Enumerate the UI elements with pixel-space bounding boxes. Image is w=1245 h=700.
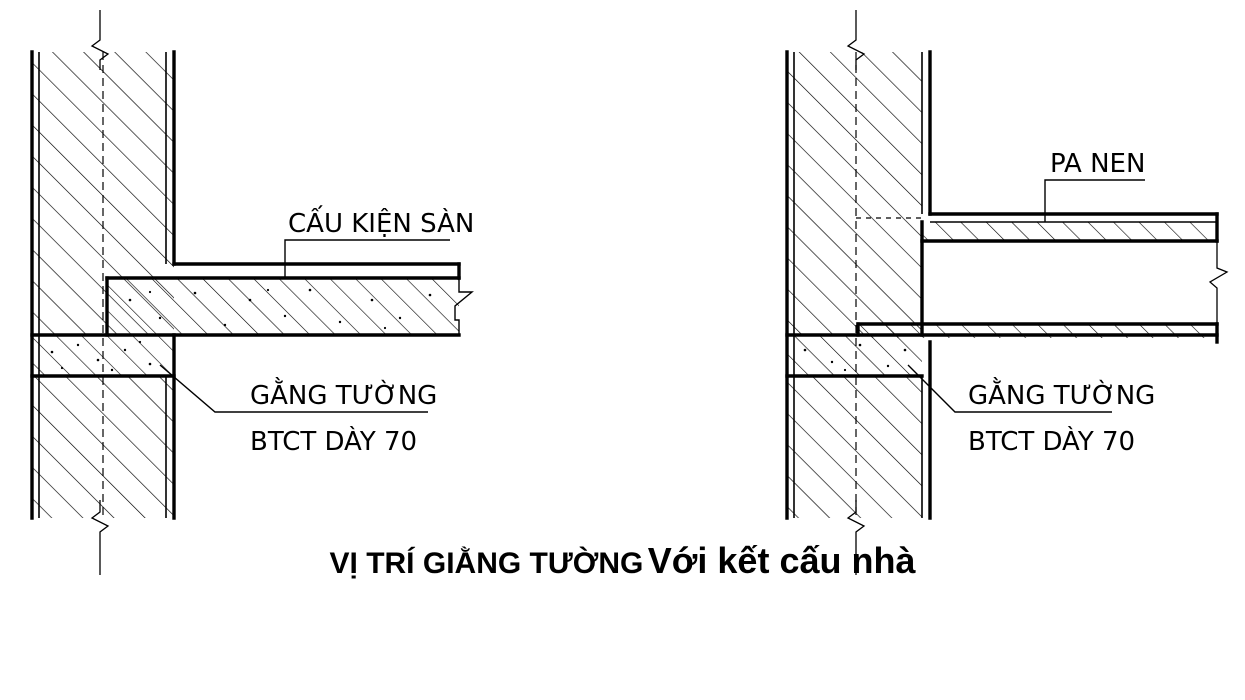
caption-part2: Với kết cấu nhà	[647, 540, 916, 581]
drawing-caption: VỊ TRÍ GIẰNG TƯỜNG Với kết cấu nhà	[0, 540, 1245, 582]
right-beam	[787, 335, 922, 376]
left-beam-label-line1: GẰNG TƯỜNG	[250, 376, 437, 411]
left-detail: CẤU KIỆN SÀN GẰNG TƯỜNG BTCT DÀY 70	[30, 10, 474, 575]
right-detail: PA NEN GẰNG TƯỜNG BTCT DÀY 70	[785, 10, 1229, 575]
right-panel-label: PA NEN	[1050, 149, 1145, 179]
right-beam-label-line1: GẰNG TƯỜNG	[968, 376, 1155, 411]
left-slab	[107, 278, 459, 335]
left-slab-label: CẤU KIỆN SÀN	[288, 204, 474, 239]
caption-part1: VỊ TRÍ GIẰNG TƯỜNG	[329, 547, 644, 580]
right-beam-label-line2: BTCT DÀY 70	[968, 425, 1135, 457]
right-wall-lower	[787, 376, 922, 518]
left-beam-label-line2: BTCT DÀY 70	[250, 425, 417, 457]
right-panel-top	[922, 222, 1217, 241]
right-wall-upper	[787, 52, 922, 335]
